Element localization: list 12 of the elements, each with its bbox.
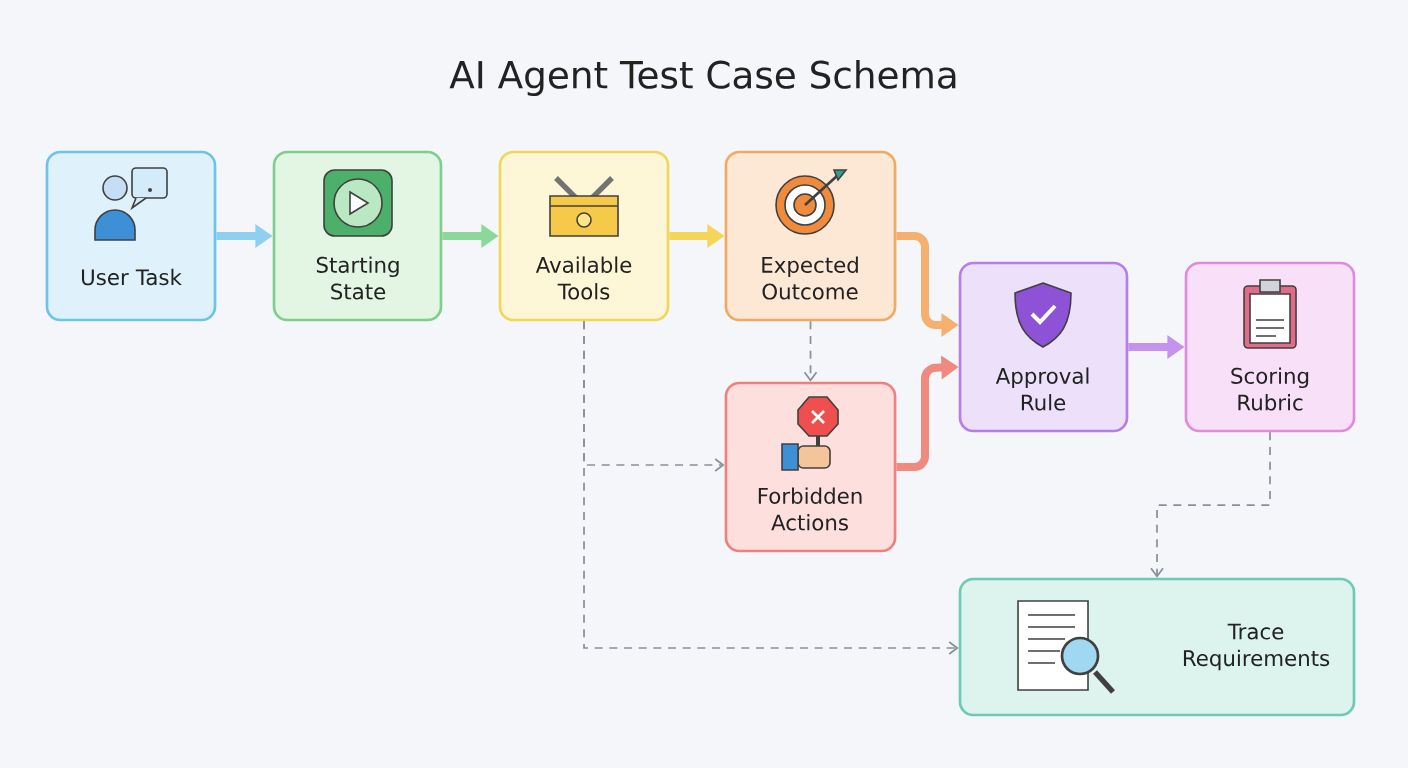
box-label: Scoring Rubric xyxy=(1231,367,1309,411)
box-label: Forbidden Actions xyxy=(758,487,862,531)
box-label: Available Tools xyxy=(535,256,632,300)
box-label: User Task xyxy=(82,268,182,286)
arrow xyxy=(803,320,818,382)
box-label: Trace Requirements xyxy=(1183,623,1330,671)
arrow xyxy=(1150,431,1271,578)
arrow xyxy=(583,320,959,655)
title: AI Agent Test Case Schema xyxy=(449,59,956,97)
box-label: Approval Rule xyxy=(995,367,1089,411)
box-label: Starting State xyxy=(316,256,399,300)
box-label: Expected Outcome xyxy=(762,256,858,300)
